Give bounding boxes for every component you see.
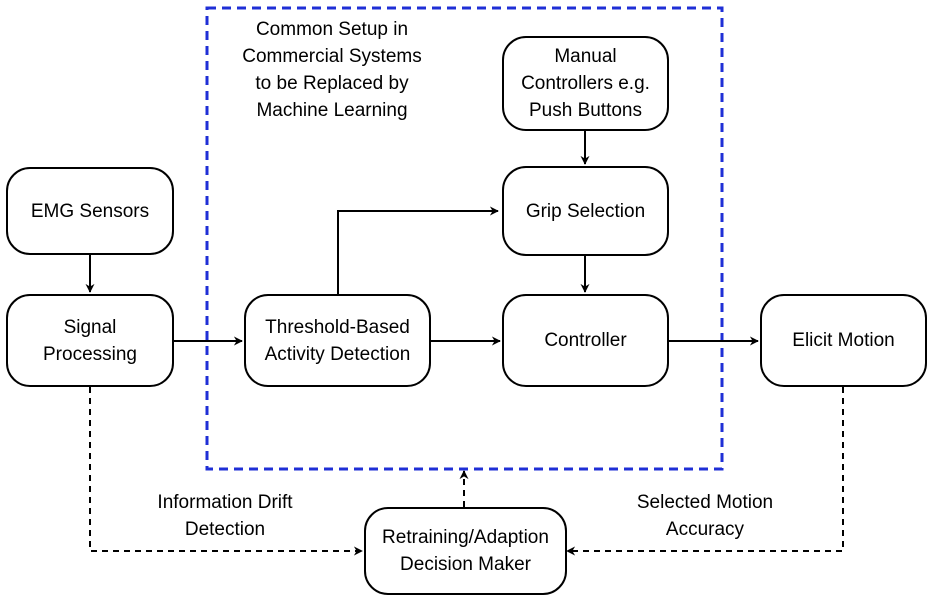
edge-label-line: Selected Motion	[636, 492, 774, 513]
node-label: Activity Detection	[264, 343, 411, 365]
node-manual-controllers: Manual Controllers e.g. Push Buttons	[502, 36, 669, 131]
node-label: Signal	[63, 316, 117, 338]
node-label: Decision Maker	[400, 554, 531, 575]
region-title-line: to be Replaced by	[255, 73, 409, 94]
node-label: EMG Sensors	[30, 200, 150, 222]
region-title: Common Setup in Commercial Systems to be…	[222, 16, 442, 124]
node-decision-maker: Retraining/Adaption Decision Maker	[364, 507, 567, 595]
node-grip-selection: Grip Selection	[502, 166, 669, 256]
node-label: Controller	[544, 330, 627, 351]
node-label: Push Buttons	[528, 100, 643, 121]
node-elicit-motion: Elicit Motion	[760, 294, 927, 387]
node-signal-processing: Signal Processing	[6, 294, 174, 387]
region-title-line: Machine Learning	[256, 100, 408, 121]
node-label: Controllers e.g.	[521, 73, 650, 94]
region-title-line: Commercial Systems	[242, 46, 422, 67]
region-title-line: Common Setup in	[255, 19, 409, 40]
node-label: Manual	[554, 46, 617, 67]
node-label: Threshold-Based	[265, 316, 410, 338]
edge-label-line: Information Drift	[157, 492, 293, 513]
edge-label-information-drift: Information Drift Detection	[120, 489, 330, 543]
ml-replacement-region	[205, 6, 724, 471]
edge-label-line: Detection	[184, 519, 266, 540]
node-threshold-detection: Threshold-Based Activity Detection	[244, 294, 431, 387]
edge-threshold-to-grip	[337, 206, 499, 294]
node-label: Retraining/Adaption	[382, 527, 549, 548]
edge-signal-to-decision-dashed	[89, 387, 363, 556]
node-label: Processing	[43, 343, 137, 365]
edge-label-line: Accuracy	[665, 519, 745, 540]
node-controller: Controller	[502, 294, 669, 387]
edge-label-selected-motion-accuracy: Selected Motion Accuracy	[600, 489, 810, 543]
node-label: Grip Selection	[525, 200, 646, 222]
node-emg-sensors: EMG Sensors	[6, 167, 174, 255]
node-label: Elicit Motion	[792, 330, 895, 351]
